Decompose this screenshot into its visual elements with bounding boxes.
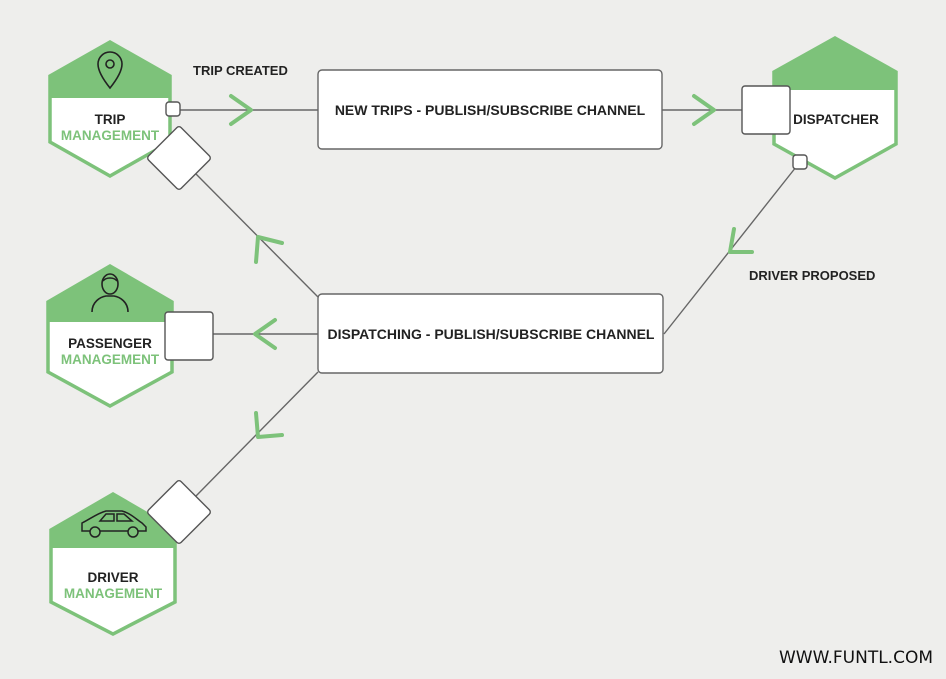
flow-arrows <box>229 94 754 439</box>
person-icon <box>91 273 129 313</box>
arrow-up-left-icon <box>254 235 284 264</box>
new-trips-channel[interactable]: NEW TRIPS - PUBLISH/SUBSCRIBE CHANNEL <box>317 69 663 150</box>
car-icon <box>81 510 147 538</box>
trip-node-subtitle: MANAGEMENT <box>61 128 160 143</box>
arrow-right-icon <box>229 94 253 126</box>
trip-created-label: TRIP CREATED <box>193 63 288 78</box>
passenger-node-subtitle: MANAGEMENT <box>61 352 160 367</box>
trip-node-title: TRIP <box>95 112 126 127</box>
trip-management-node[interactable]: TRIP MANAGEMENT <box>48 39 172 179</box>
arrow-left-icon <box>253 318 277 350</box>
ports <box>147 85 808 544</box>
trip-output-port <box>165 101 181 117</box>
passenger-node-title: PASSENGER <box>68 336 152 351</box>
dispatcher-input-port <box>741 85 791 135</box>
dispatcher-node-title: DISPATCHER <box>793 112 879 127</box>
driver-proposed-label: DRIVER PROPOSED <box>749 268 875 283</box>
dispatcher-node[interactable]: DISPATCHER <box>772 35 898 181</box>
arrow-down-left-icon <box>254 411 284 439</box>
driver-input-port <box>147 480 211 544</box>
dispatching-channel-label: DISPATCHING - PUBLISH/SUBSCRIBE CHANNEL <box>328 326 655 342</box>
trip-input-port <box>147 126 211 190</box>
new-trips-channel-label: NEW TRIPS - PUBLISH/SUBSCRIBE CHANNEL <box>335 102 646 118</box>
dispatcher-output-port <box>792 154 808 170</box>
passenger-management-node[interactable]: PASSENGER MANAGEMENT <box>46 263 174 408</box>
driver-management-node[interactable]: DRIVER MANAGEMENT <box>49 491 177 636</box>
arrow-down-left-icon <box>728 227 754 254</box>
dispatching-channel[interactable]: DISPATCHING - PUBLISH/SUBSCRIBE CHANNEL <box>317 293 664 374</box>
map-pin-icon <box>97 51 123 90</box>
passenger-input-port <box>164 311 214 361</box>
watermark: WWW.FUNTL.COM <box>779 648 933 668</box>
driver-node-subtitle: MANAGEMENT <box>64 586 163 601</box>
arrow-right-icon <box>692 94 716 126</box>
driver-node-title: DRIVER <box>87 570 138 585</box>
